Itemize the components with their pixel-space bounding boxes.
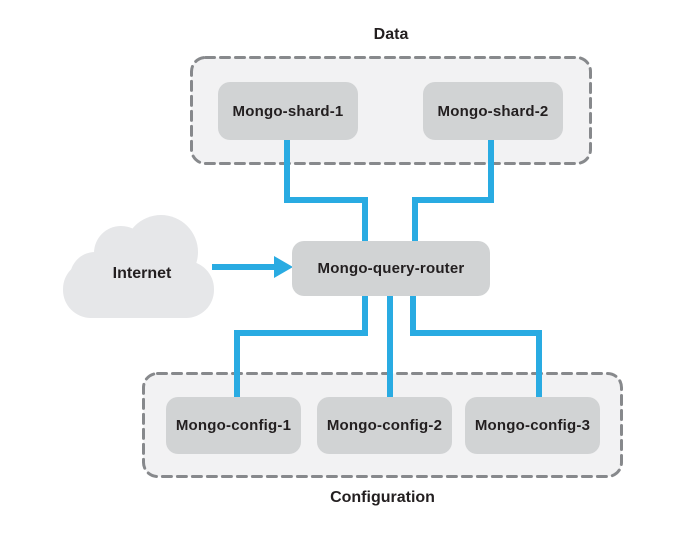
connector-shard2-to-router bbox=[412, 139, 494, 244]
internet-arrow bbox=[212, 256, 293, 278]
node-mongo-shard-2: Mongo-shard-2 bbox=[423, 82, 563, 140]
configuration-group-label: Configuration bbox=[330, 489, 435, 506]
data-group-label: Data bbox=[373, 26, 409, 43]
node-mongo-query-router: Mongo-query-router bbox=[292, 241, 490, 296]
connector-router-to-config1 bbox=[234, 293, 368, 398]
node-mongo-shard-1: Mongo-shard-1 bbox=[218, 82, 358, 140]
node-mongo-config-1: Mongo-config-1 bbox=[166, 397, 301, 454]
node-mongo-config-2: Mongo-config-2 bbox=[317, 397, 452, 454]
internet-cloud-icon bbox=[63, 215, 214, 318]
node-mongo-config-3: Mongo-config-3 bbox=[465, 397, 600, 454]
internet-label: Internet bbox=[112, 265, 172, 282]
connector-shard1-to-router bbox=[284, 140, 368, 244]
connector-router-to-config3 bbox=[410, 293, 542, 398]
